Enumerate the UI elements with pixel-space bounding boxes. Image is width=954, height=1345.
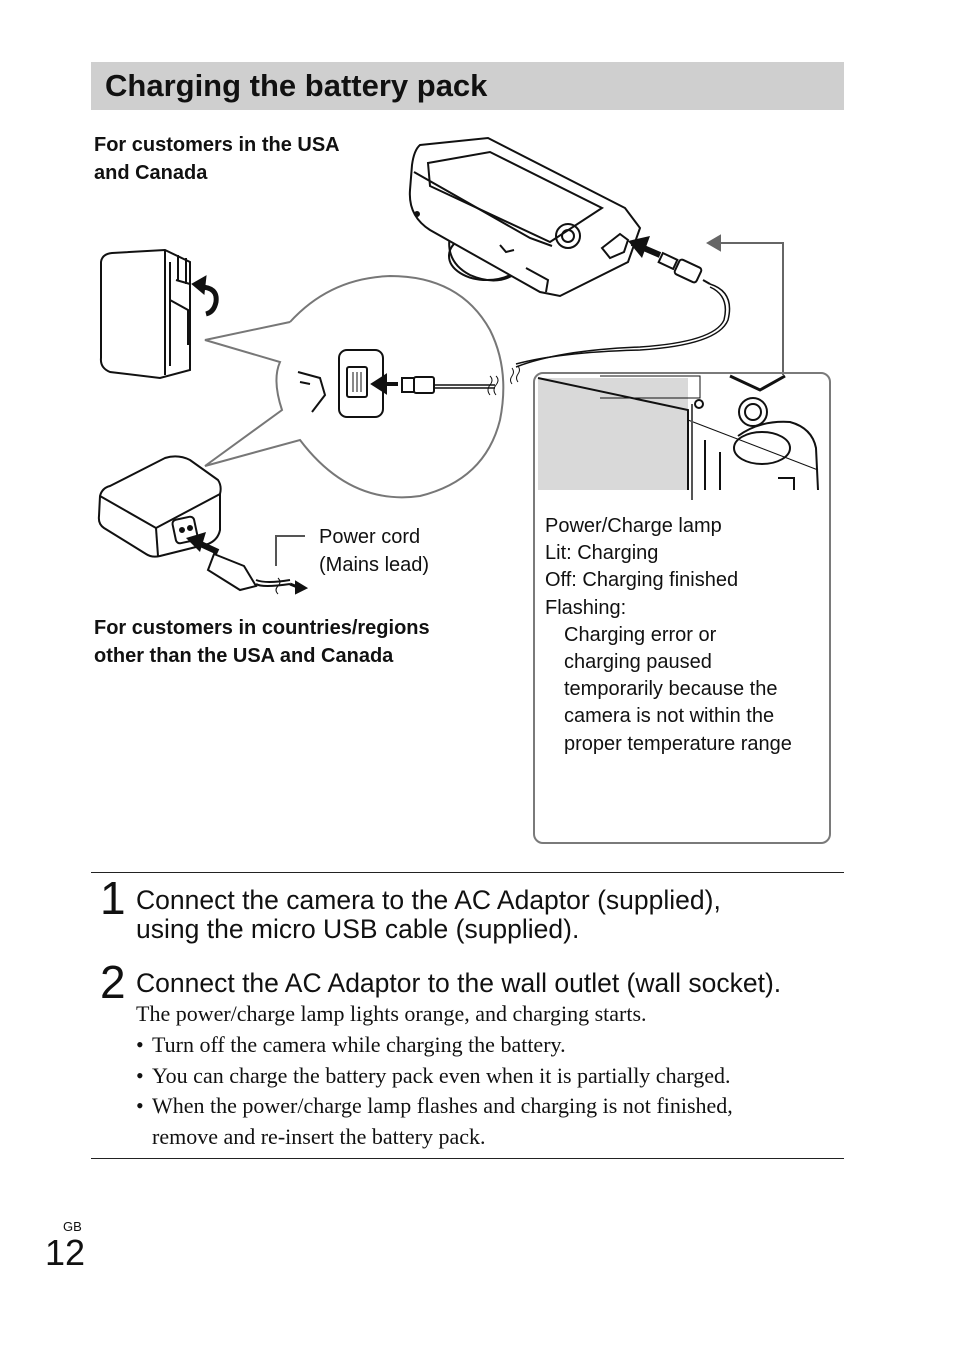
lamp-flashing-detail-4: camera is not within the (564, 705, 775, 728)
camera-closeup (537, 374, 819, 500)
rotate-arrow-icon (191, 275, 219, 317)
lamp-pointer-line (706, 234, 784, 375)
step-1-text: Connect the camera to the AC Adaptor (su… (136, 886, 721, 944)
power-cord-label-line-1: Power cord (319, 526, 421, 548)
step-1-line-1: Connect the camera to the AC Adaptor (su… (136, 885, 721, 915)
charging-illustration (97, 136, 819, 595)
lamp-title: Power/Charge lamp (545, 515, 722, 537)
usa-ac-adaptor-image (99, 248, 191, 380)
lamp-lit: Lit: Charging (545, 542, 659, 565)
list-item: When the power/charge lamp flashes and c… (136, 1091, 733, 1152)
usa-label-line-2: and Canada (94, 162, 208, 184)
step-1-number: 1 (100, 872, 126, 924)
step-1-line-2: using the micro USB cable (supplied). (136, 914, 580, 944)
international-ac-adaptor-image (97, 455, 222, 558)
lamp-flashing-detail-1: Charging error or (564, 623, 717, 646)
power-cord-label-line-2: (Mains lead) (319, 554, 430, 576)
page-number: 12 (45, 1232, 86, 1273)
step-2-body: The power/charge lamp lights orange, and… (136, 1001, 647, 1026)
section-header: Charging the battery pack (91, 62, 844, 110)
top-divider (91, 872, 844, 873)
bottom-divider (91, 1158, 844, 1159)
other-label-line-1: For customers in countries/regions (94, 617, 430, 639)
lamp-flashing-detail-5: proper temperature range (564, 732, 792, 755)
lamp-flashing-detail-2: charging paused (564, 651, 712, 674)
usb-port-closeup (297, 349, 499, 418)
usa-canada-label: For customers in the USA and Canada (94, 131, 340, 187)
other-label-line-2: other than the USA and Canada (94, 645, 394, 667)
camera-image (408, 136, 642, 298)
power-cord-image (206, 535, 309, 595)
notes-list: Turn off the camera while charging the b… (136, 1030, 733, 1152)
lamp-flashing: Flashing: (545, 596, 627, 619)
list-item: You can charge the battery pack even whe… (136, 1061, 733, 1092)
power-cord-label: Power cord (Mains lead) (319, 523, 429, 579)
lamp-info-text: Power/Charge lamp Lit: Charging Off: Cha… (545, 513, 830, 758)
list-item: Turn off the camera while charging the b… (136, 1030, 733, 1061)
usa-label-line-1: For customers in the USA (94, 134, 340, 156)
insert-arrow-icon (628, 236, 662, 258)
section-title: Charging the battery pack (105, 68, 488, 103)
micro-usb-cable (510, 251, 731, 385)
other-regions-label: For customers in countries/regions other… (94, 614, 430, 670)
step-2-line-1: Connect the AC Adaptor to the wall outle… (136, 968, 782, 998)
language-code: GB (63, 1219, 82, 1234)
step-2-text: Connect the AC Adaptor to the wall outle… (136, 969, 781, 998)
step-2-number: 2 (100, 956, 126, 1008)
plug-arrow-icon (186, 532, 220, 555)
lamp-off: Off: Charging finished (545, 569, 739, 592)
lamp-flashing-detail-3: temporarily because the (564, 678, 778, 701)
lamp-info-box (533, 372, 831, 844)
